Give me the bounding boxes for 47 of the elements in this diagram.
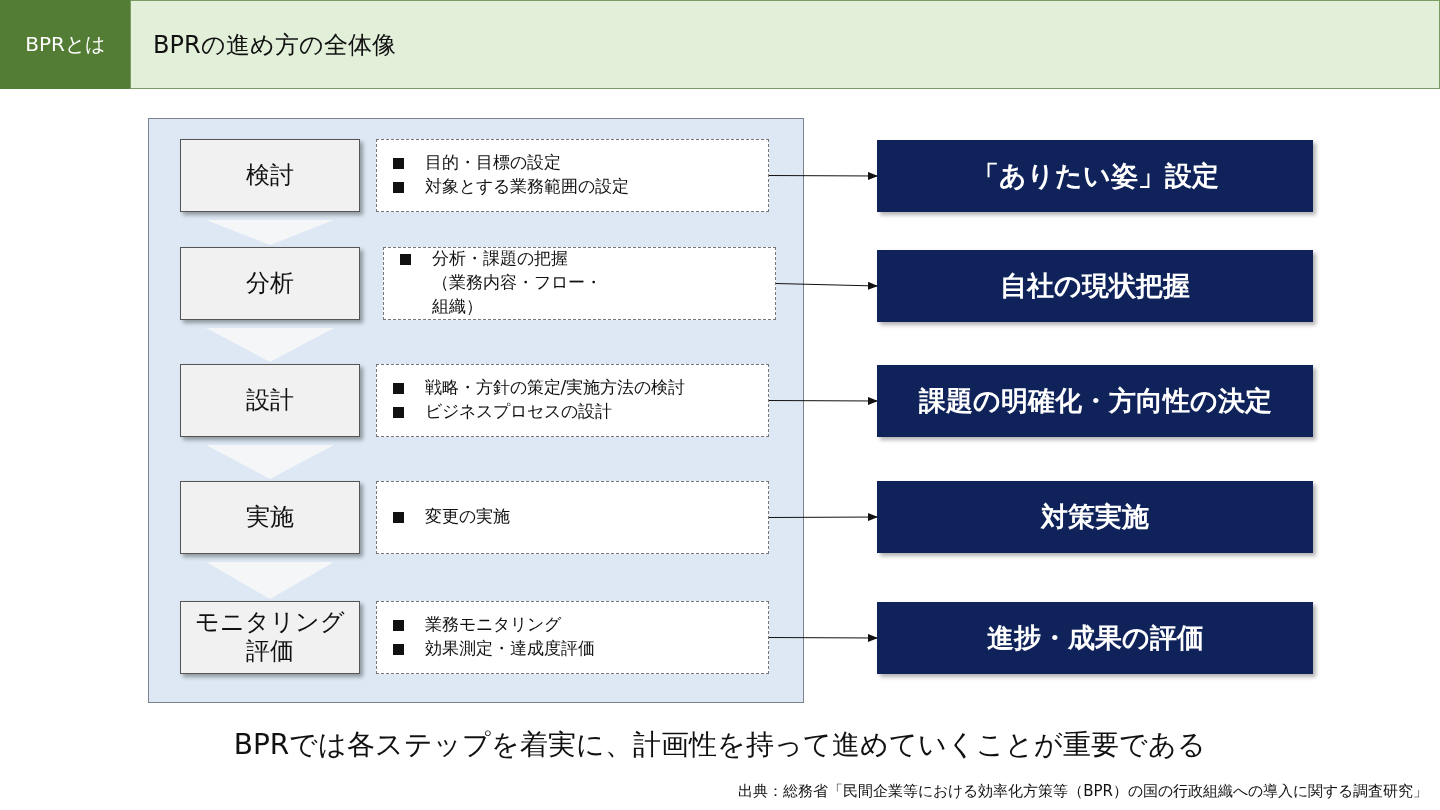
chevron-arrow xyxy=(206,220,334,245)
header-tab: BPRとは xyxy=(0,0,130,89)
detail-box xyxy=(375,138,769,212)
process-panel xyxy=(148,118,804,703)
source-note: 出典：総務省「民間企業等における効率化方策等（BPR）の国の行政組織への導入に関する調査研究」 xyxy=(738,782,1428,801)
result-label: 自社の現状把握 xyxy=(1000,269,1190,303)
arrow xyxy=(768,633,878,642)
step-label: 設計 xyxy=(245,385,294,415)
bullet-item: ビジネスプロセスの設計 xyxy=(390,400,758,424)
chevron-arrow xyxy=(206,562,334,599)
result-box xyxy=(877,365,1313,437)
bullet-item: 戦略・方針の策定/実施方法の検討 xyxy=(390,376,758,400)
result-label: 「ありたい姿」設定 xyxy=(971,159,1219,193)
result-box xyxy=(877,140,1313,212)
bullet-item: 分析・課題の把握（業務内容・フロー・組織） xyxy=(397,247,632,319)
step-box xyxy=(179,246,360,320)
summary-text: BPRでは各ステップを着実に、計画性を持って進めていくことが重要である xyxy=(232,727,1208,763)
result-box xyxy=(877,481,1313,553)
detail-box xyxy=(375,600,769,674)
arrow xyxy=(768,396,878,405)
result-label: 対策実施 xyxy=(1041,500,1149,534)
page-title: BPRの進め方の全体像 xyxy=(153,29,396,61)
detail-box xyxy=(375,480,769,554)
step-label: モニタリング評価 xyxy=(193,608,346,666)
result-label: 進捗・成果の評価 xyxy=(986,621,1204,655)
chevron-arrow xyxy=(206,445,334,479)
chevron-arrow xyxy=(206,328,334,362)
bullet-item: 業務モニタリング xyxy=(390,613,758,637)
step-label: 分析 xyxy=(245,268,294,298)
step-label: 実施 xyxy=(245,502,294,532)
bullet-item: 変更の実施 xyxy=(390,505,758,529)
step-box xyxy=(179,480,360,554)
result-label: 課題の明確化・方向性の決定 xyxy=(918,384,1272,418)
arrow xyxy=(775,281,878,290)
step-box xyxy=(179,600,360,674)
detail-box xyxy=(375,363,769,437)
bullet-item: 目的・目標の設定 xyxy=(390,151,758,175)
step-box xyxy=(179,363,360,437)
detail-box xyxy=(382,246,776,320)
result-box xyxy=(877,250,1313,322)
result-box xyxy=(877,602,1313,674)
step-box xyxy=(179,138,360,212)
step-label: 検討 xyxy=(245,160,294,190)
arrow xyxy=(768,513,878,522)
bullet-item: 対象とする業務範囲の設定 xyxy=(390,175,758,199)
arrow xyxy=(768,171,878,180)
bullet-item: 効果測定・達成度評価 xyxy=(390,637,758,661)
